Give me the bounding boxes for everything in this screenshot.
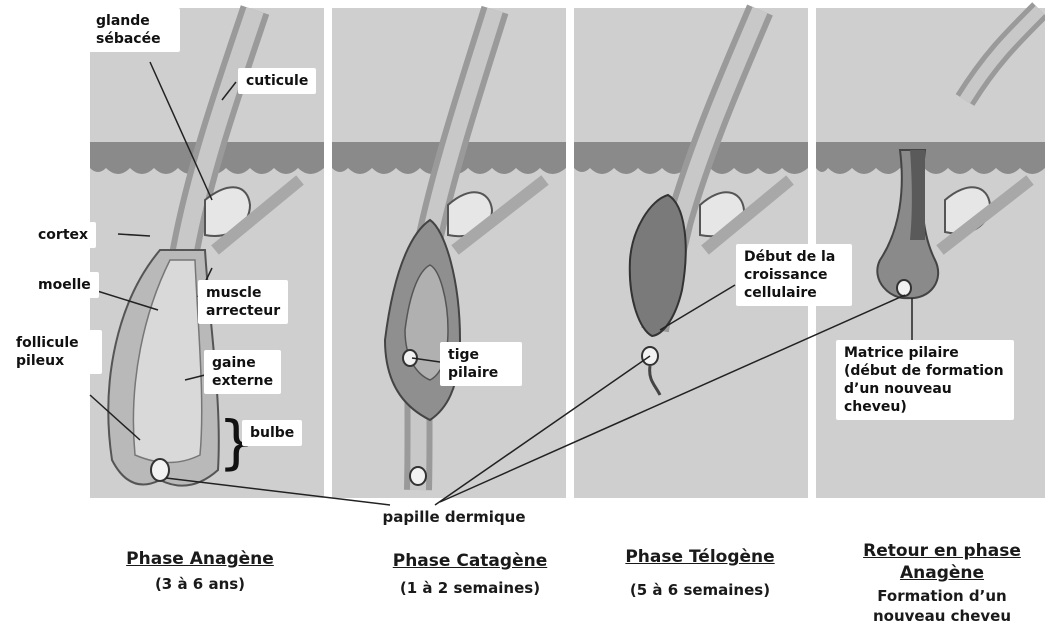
- label-glande-sebacee: glande sébacée: [88, 8, 180, 52]
- phase-anagen-duration: (3 à 6 ans): [100, 574, 300, 594]
- label-debut-croissance: Début de la croissance cellulaire: [736, 244, 852, 306]
- label-follicule-pileux: follicule pileux: [8, 330, 102, 374]
- label-bulbe: bulbe: [242, 420, 302, 446]
- phase-anagen-title: Phase Anagène: [100, 548, 300, 570]
- phase-telogen-title: Phase Télogène: [600, 546, 800, 568]
- label-matrice-pilaire: Matrice pilaire (début de formation d’un…: [836, 340, 1014, 420]
- phase-catagen-duration: (1 à 2 semaines): [370, 578, 570, 598]
- label-papille-dermique: papille dermique: [368, 507, 540, 527]
- phase-return-anagen-title: Retour en phase Anagène: [842, 540, 1042, 584]
- label-gaine-externe: gaine externe: [204, 350, 281, 394]
- phase-telogen-duration: (5 à 6 semaines): [600, 580, 800, 600]
- label-tige-pilaire: tige pilaire: [440, 342, 522, 386]
- phase-return-anagen-sub: Formation d’un nouveau cheveu: [842, 586, 1042, 626]
- label-moelle: moelle: [30, 272, 99, 298]
- label-muscle-arrecteur: muscle arrecteur: [198, 280, 288, 324]
- phase-catagen-title: Phase Catagène: [370, 550, 570, 572]
- label-cuticule: cuticule: [238, 68, 316, 94]
- label-cortex: cortex: [30, 222, 96, 248]
